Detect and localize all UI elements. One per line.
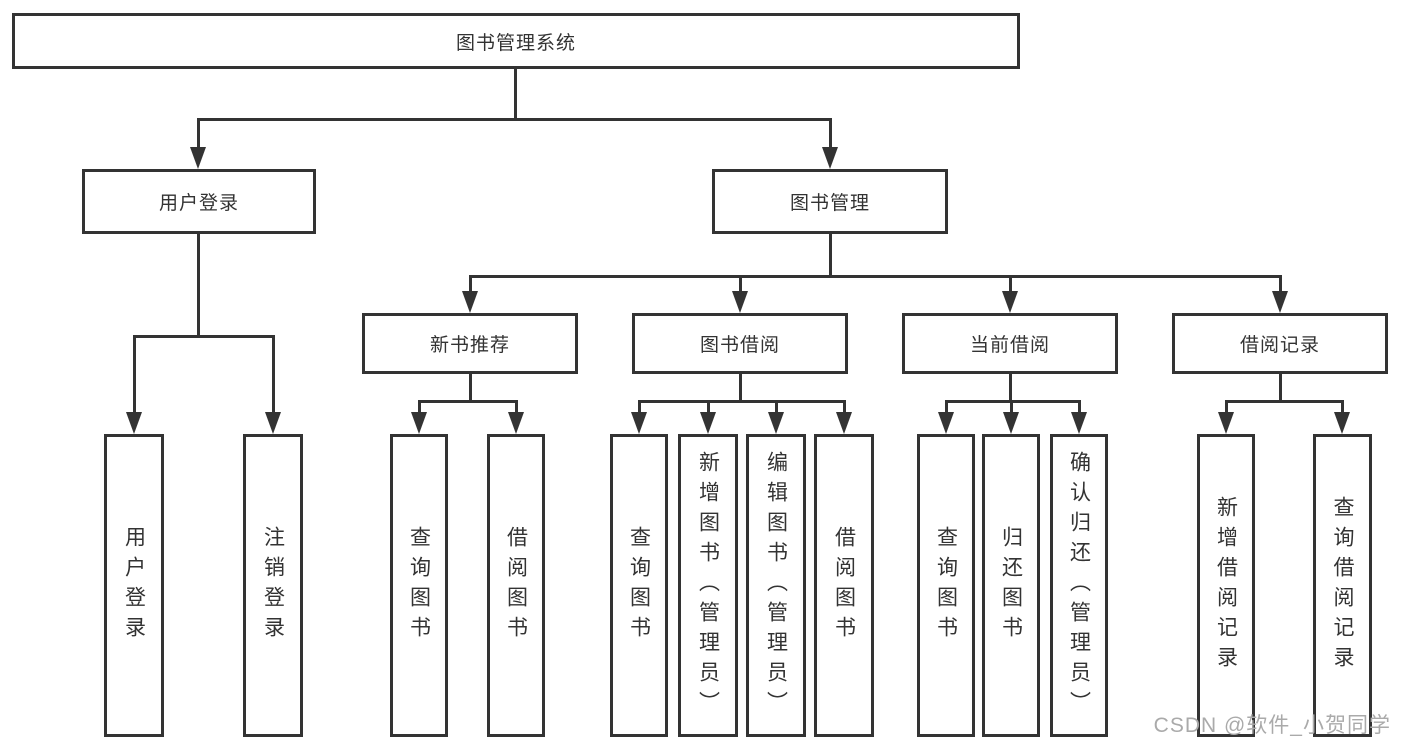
leaf-bb-edit-books-admin: 编辑图书（管理员）: [746, 434, 806, 737]
leaf-user-login: 用户登录: [104, 434, 164, 737]
node-current-borrow: 当前借阅: [902, 313, 1118, 374]
node-current-borrow-label: 当前借阅: [969, 335, 1050, 356]
leaf-bb-query-books-label: 查询图书: [627, 525, 651, 646]
connector-to-leaf-user-login: [133, 335, 136, 413]
leaf-rec-add-record: 新增借阅记录: [1197, 434, 1255, 737]
node-user-login: 用户登录: [82, 169, 316, 234]
connector-current-borrow-stem: [1009, 374, 1012, 402]
leaf-nb-query-books-label: 查询图书: [407, 525, 431, 646]
node-new-book-recommend-label: 新书推荐: [429, 335, 510, 356]
node-book-borrow: 图书借阅: [632, 313, 848, 374]
connector-to-user-login: [197, 118, 200, 148]
leaf-cb-query-books: 查询图书: [917, 434, 975, 737]
arrow-down-icon: [631, 412, 647, 434]
connector-book-borrow-rail: [638, 400, 846, 403]
leaf-user-login-label: 用户登录: [122, 525, 146, 646]
connector-to-leaf-nb-query: [418, 400, 421, 414]
connector-root-rail: [197, 118, 832, 121]
leaf-bb-add-books-admin-label: 新增图书（管理员）: [696, 450, 720, 721]
arrow-down-icon: [700, 412, 716, 434]
connector-records-stem: [1279, 374, 1282, 402]
leaf-cb-query-books-label: 查询图书: [934, 525, 958, 646]
node-root-label: 图书管理系统: [455, 32, 576, 54]
leaf-logout: 注销登录: [243, 434, 303, 737]
leaf-nb-borrow-books-label: 借阅图书: [504, 525, 528, 646]
connector-to-leaf-logout: [272, 335, 275, 413]
connector-user-login-rail: [133, 335, 275, 338]
connector-root-stem: [514, 69, 517, 118]
node-book-management-label: 图书管理: [789, 193, 870, 214]
connector-to-leaf-cb-query: [945, 400, 948, 414]
node-book-management: 图书管理: [712, 169, 948, 234]
node-borrow-records-label: 借阅记录: [1239, 335, 1320, 356]
arrow-down-icon: [1218, 412, 1234, 434]
connector-to-leaf-bb-query: [638, 400, 641, 414]
arrow-down-icon: [836, 412, 852, 434]
node-new-book-recommend: 新书推荐: [362, 313, 578, 374]
arrow-down-icon: [822, 147, 838, 169]
arrow-down-icon: [1334, 412, 1350, 434]
leaf-nb-query-books: 查询图书: [390, 434, 448, 737]
leaf-bb-add-books-admin: 新增图书（管理员）: [678, 434, 738, 737]
watermark: CSDN @软件_小贺同学: [1153, 714, 1391, 737]
connector-to-book-borrow: [739, 275, 742, 293]
leaf-rec-add-record-label: 新增借阅记录: [1214, 495, 1238, 676]
leaf-rec-query-record: 查询借阅记录: [1313, 434, 1372, 737]
connector-to-book-management: [829, 118, 832, 148]
arrow-down-icon: [411, 412, 427, 434]
arrow-down-icon: [732, 291, 748, 313]
leaf-bb-edit-books-admin-label: 编辑图书（管理员）: [764, 450, 788, 721]
connector-to-leaf-rec-add: [1225, 400, 1228, 414]
arrow-down-icon: [1272, 291, 1288, 313]
leaf-cb-return-books: 归还图书: [982, 434, 1040, 737]
node-borrow-records: 借阅记录: [1172, 313, 1388, 374]
arrow-down-icon: [1071, 412, 1087, 434]
leaf-bb-borrow-books-label: 借阅图书: [832, 525, 856, 646]
connector-to-leaf-cb-return: [1010, 400, 1013, 414]
connector-book-management-stem: [829, 234, 832, 277]
connector-to-borrow-records: [1279, 275, 1282, 293]
connector-records-rail: [1225, 400, 1344, 403]
connector-book-management-rail: [469, 275, 1282, 278]
leaf-cb-confirm-return-admin-label: 确认归还（管理员）: [1067, 450, 1091, 721]
arrow-down-icon: [508, 412, 524, 434]
connector-to-current-borrow: [1009, 275, 1012, 293]
node-user-login-label: 用户登录: [158, 193, 239, 214]
arrow-down-icon: [1002, 291, 1018, 313]
arrow-down-icon: [768, 412, 784, 434]
connector-current-borrow-rail: [945, 400, 1081, 403]
leaf-nb-borrow-books: 借阅图书: [487, 434, 545, 737]
connector-to-new-book-recommend: [469, 275, 472, 293]
arrow-down-icon: [190, 147, 206, 169]
node-root-system: 图书管理系统: [12, 13, 1020, 69]
arrow-down-icon: [265, 412, 281, 434]
connector-to-leaf-bb-add: [707, 400, 710, 414]
connector-to-leaf-bb-edit: [775, 400, 778, 414]
node-book-borrow-label: 图书借阅: [699, 335, 780, 356]
leaf-cb-return-books-label: 归还图书: [999, 525, 1023, 646]
connector-to-leaf-bb-borrow: [843, 400, 846, 414]
connector-to-leaf-nb-borrow: [515, 400, 518, 414]
connector-new-book-stem: [469, 374, 472, 402]
arrow-down-icon: [1003, 412, 1019, 434]
connector-user-login-stem: [197, 234, 200, 338]
connector-to-leaf-rec-query: [1341, 400, 1344, 414]
arrow-down-icon: [462, 291, 478, 313]
leaf-bb-borrow-books: 借阅图书: [814, 434, 874, 737]
connector-new-book-rail: [418, 400, 518, 403]
leaf-cb-confirm-return-admin: 确认归还（管理员）: [1050, 434, 1108, 737]
connector-book-borrow-stem: [739, 374, 742, 402]
arrow-down-icon: [938, 412, 954, 434]
leaf-logout-label: 注销登录: [261, 525, 285, 646]
leaf-rec-query-record-label: 查询借阅记录: [1331, 495, 1354, 676]
leaf-bb-query-books: 查询图书: [610, 434, 668, 737]
connector-to-leaf-cb-confirm: [1078, 400, 1081, 414]
arrow-down-icon: [126, 412, 142, 434]
